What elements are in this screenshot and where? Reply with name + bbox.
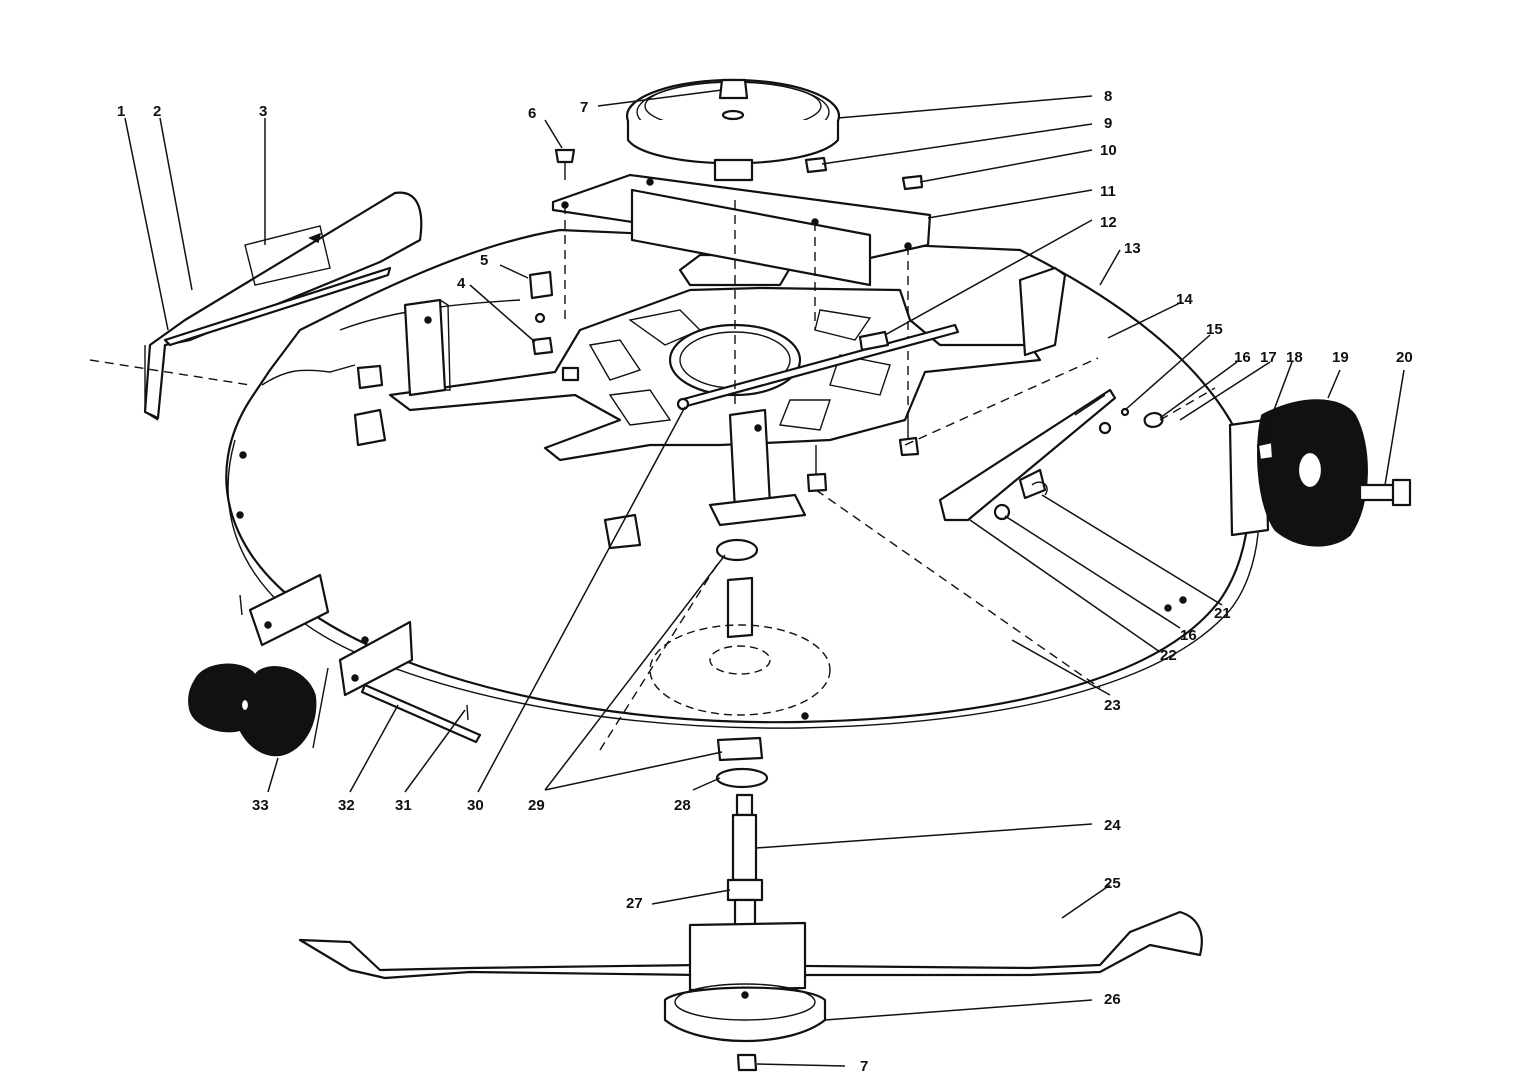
callout-13: 13 xyxy=(1124,240,1141,257)
callout-1: 1 xyxy=(117,103,125,120)
mower-blade xyxy=(298,910,1203,1072)
front-wheel-assembly xyxy=(188,573,482,757)
callout-4: 4 xyxy=(457,275,466,292)
callout-11: 11 xyxy=(1100,183,1116,200)
callout-17: 17 xyxy=(1260,349,1277,366)
callout-16-bottom: 16 xyxy=(1180,627,1197,644)
callout-23: 23 xyxy=(1104,697,1121,714)
callout-30: 30 xyxy=(467,797,484,814)
callout-26: 26 xyxy=(1104,991,1121,1008)
nut-4 xyxy=(531,336,554,356)
callout-labels: 1 2 3 4 5 6 7 8 9 10 11 12 13 14 15 16 1… xyxy=(117,88,1413,1075)
callout-19: 19 xyxy=(1332,349,1349,366)
callout-28: 28 xyxy=(674,797,691,814)
discharge-chute xyxy=(89,191,423,421)
deck-uprights xyxy=(403,266,1067,527)
callout-18: 18 xyxy=(1286,349,1303,366)
spindle-housing xyxy=(599,538,831,789)
callout-2: 2 xyxy=(153,103,161,120)
callout-27: 27 xyxy=(626,895,643,912)
top-plate xyxy=(551,173,932,420)
nut-10 xyxy=(901,174,924,191)
callout-31: 31 xyxy=(395,797,412,814)
callout-24: 24 xyxy=(1104,817,1121,834)
callout-33: 33 xyxy=(252,797,269,814)
callout-21: 21 xyxy=(1214,605,1231,622)
callout-32: 32 xyxy=(338,797,355,814)
callout-5: 5 xyxy=(480,252,488,269)
callout-22: 22 xyxy=(1160,647,1177,664)
wheel-assembly xyxy=(938,388,1412,547)
callout-29: 29 xyxy=(528,797,545,814)
callout-9: 9 xyxy=(1104,115,1112,132)
hardware xyxy=(356,148,924,493)
callout-3: 3 xyxy=(259,103,267,120)
callout-7-bottom: 7 xyxy=(860,1058,868,1075)
callout-7-top: 7 xyxy=(580,99,588,116)
callout-10: 10 xyxy=(1100,142,1117,159)
callout-16-top: 16 xyxy=(1234,349,1251,366)
callout-8: 8 xyxy=(1104,88,1112,105)
callout-6: 6 xyxy=(528,105,536,122)
leader-lines xyxy=(124,89,1405,1067)
callout-12: 12 xyxy=(1100,214,1117,231)
knob-5 xyxy=(528,270,554,300)
callout-14: 14 xyxy=(1176,291,1193,308)
reference-lines xyxy=(734,200,1216,689)
height-adjust-rod xyxy=(676,323,960,411)
carriage-bolt-6 xyxy=(554,148,576,164)
callout-20: 20 xyxy=(1396,349,1413,366)
nut-9 xyxy=(804,156,828,174)
drive-pulley xyxy=(625,78,841,182)
callout-15: 15 xyxy=(1206,321,1223,338)
callout-25: 25 xyxy=(1104,875,1121,892)
